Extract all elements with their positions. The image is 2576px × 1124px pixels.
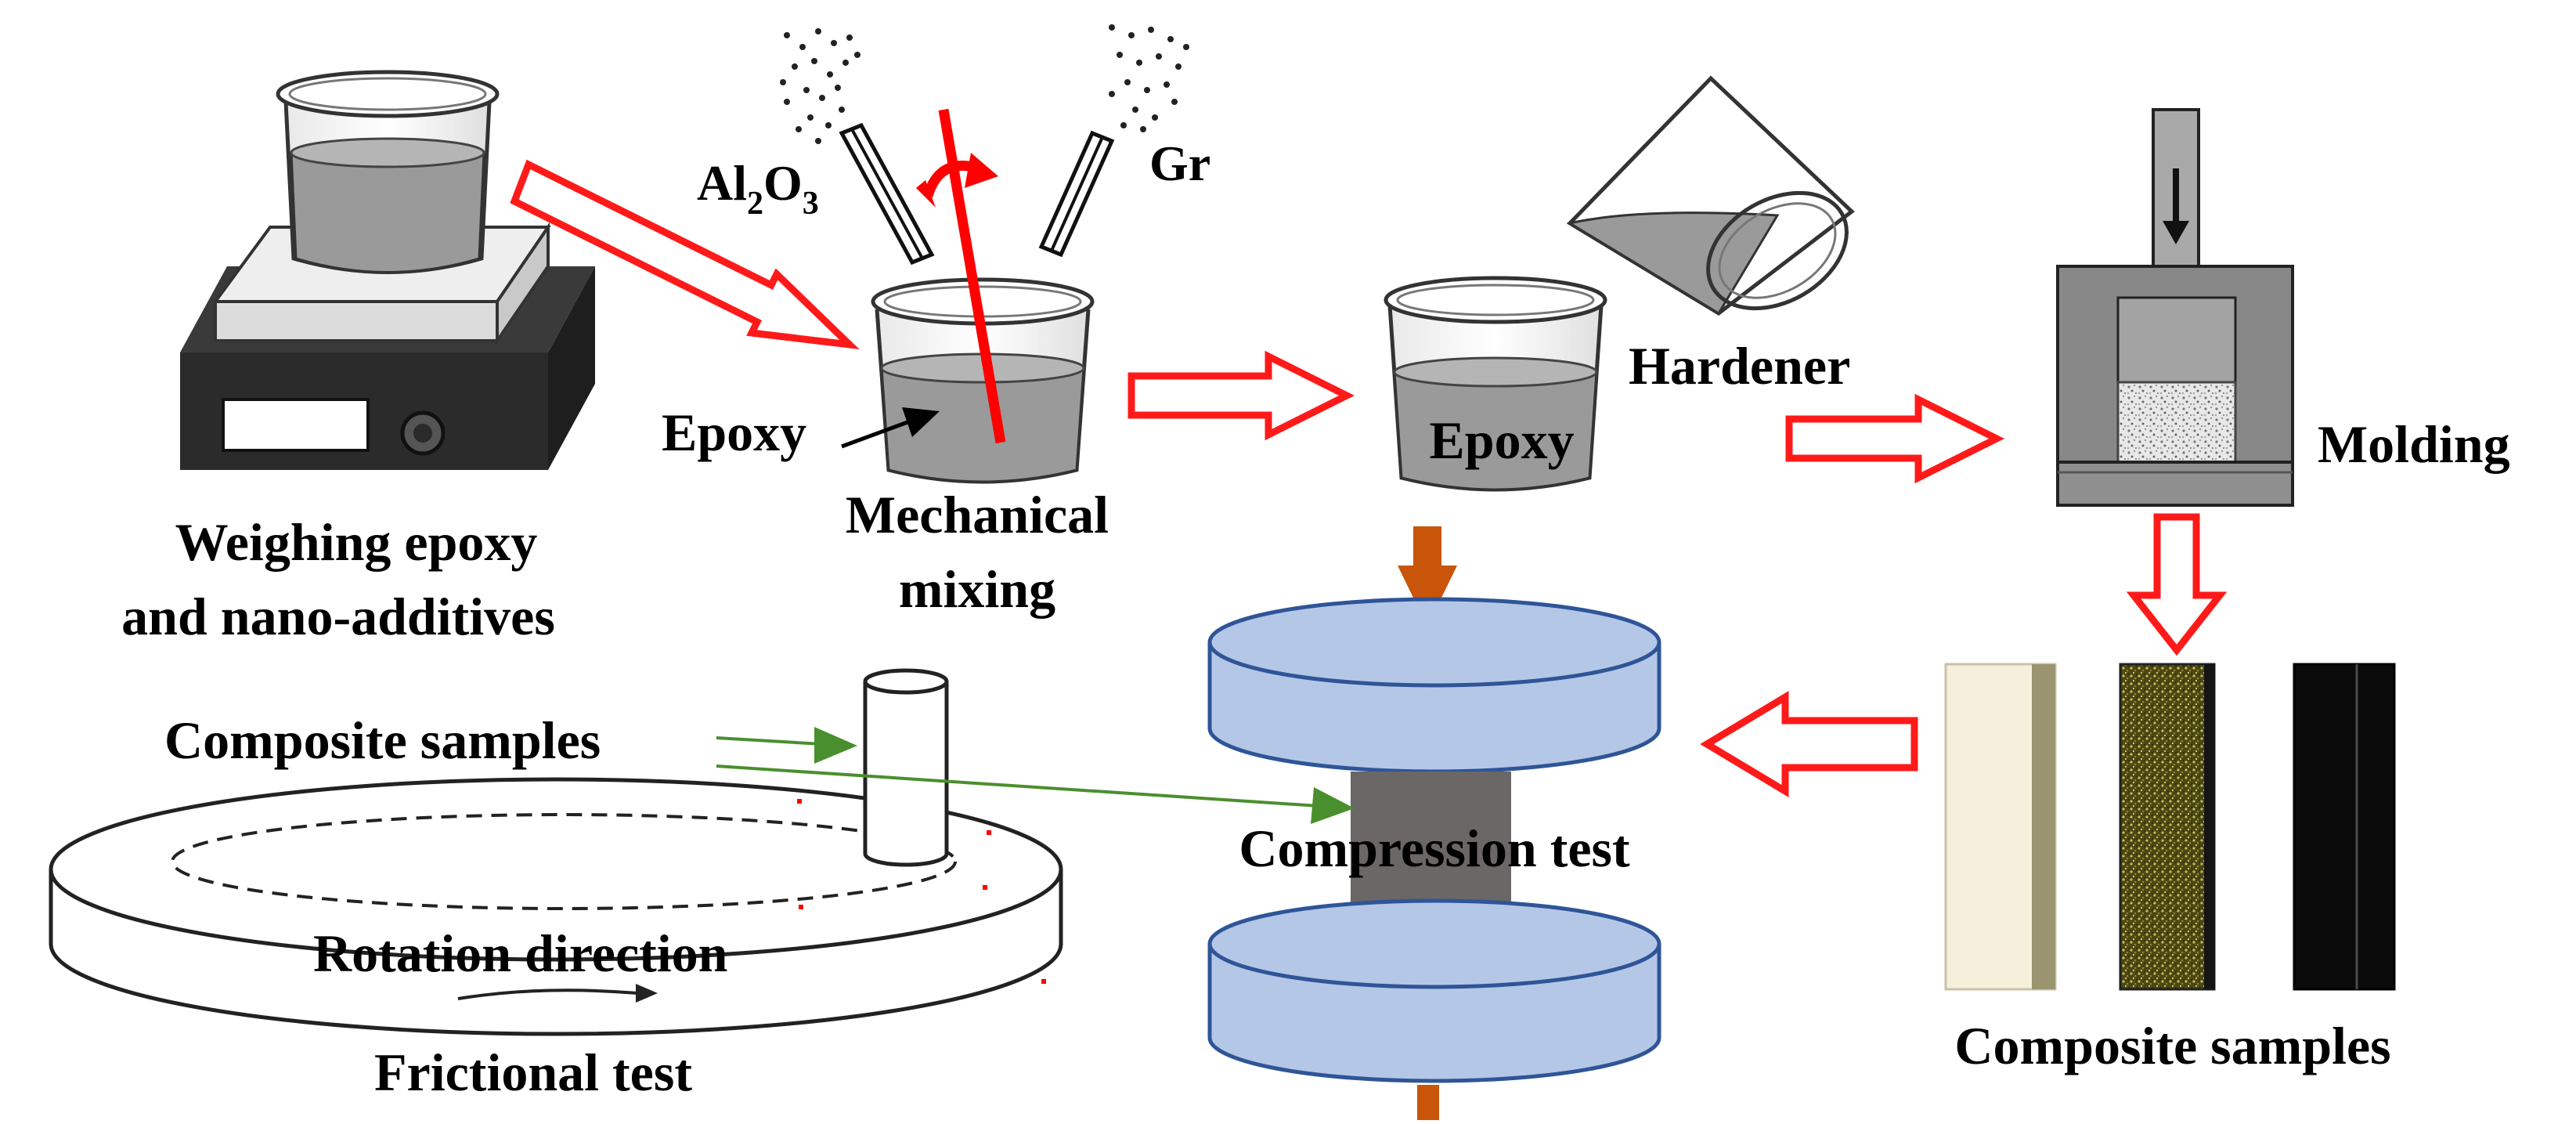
flow-arrow-to-molding — [1785, 393, 2005, 484]
composite-samples-strips — [1944, 663, 2396, 991]
epoxy-pointer — [841, 417, 917, 449]
rotation-direction-label: Rotation direction — [313, 923, 728, 983]
molding-press — [2056, 108, 2294, 507]
graphene-dispenser — [1038, 24, 1189, 258]
flow-arrow-to-samples — [2126, 513, 2228, 656]
weighing-label-line2: and nano-additives — [121, 587, 555, 646]
al2o3-al: Al — [697, 155, 747, 211]
epoxy-label-hardening: Epoxy — [1429, 410, 1574, 470]
wear-track — [171, 813, 957, 910]
al2o3-sub-2: 2 — [747, 186, 763, 222]
frictional-test-label: Frictional test — [374, 1043, 692, 1102]
flow-arrow-to-epoxy — [1127, 350, 1355, 441]
al2o3-label: Al2O3 — [697, 155, 819, 222]
top-platen — [1207, 597, 1661, 688]
sample-graphene — [2119, 663, 2216, 991]
flow-arrow-to-compression — [1700, 691, 1918, 797]
green-arrow-icon — [1311, 787, 1355, 824]
mold-cavity — [2116, 381, 2237, 464]
weighing-label-line1: Weighing epoxy — [175, 512, 538, 572]
epoxy-beaker — [1384, 276, 1607, 492]
al2o3-dispenser — [780, 28, 935, 266]
compression-test-label: Compression test — [1239, 819, 1630, 878]
green-arrow-icon — [814, 727, 857, 764]
epoxy-label-mixing: Epoxy — [662, 403, 806, 462]
composite-samples-label-right: Composite samples — [1954, 1016, 2390, 1075]
weighing-station — [180, 70, 595, 470]
al2o3-o: O — [763, 155, 803, 211]
al2o3-sub-3: 3 — [803, 186, 819, 222]
graphene-label: Gr — [1149, 136, 1210, 191]
sample-pointer-arrows — [716, 727, 1355, 824]
hardener-label: Hardener — [1629, 336, 1850, 396]
press-arrow-icon — [1398, 566, 1457, 627]
composite-samples-label-left: Composite samples — [164, 710, 601, 770]
molding-label: Molding — [2318, 414, 2510, 474]
friction-disc — [49, 777, 1063, 962]
hotplate-display — [222, 398, 370, 452]
mixing-label-line2: mixing — [899, 559, 1055, 619]
bottom-platen — [1207, 898, 1661, 989]
sample-black — [2293, 663, 2396, 991]
hotplate-base-side — [548, 266, 595, 470]
friction-test-rig — [49, 668, 1063, 1036]
friction-pin-sample — [863, 668, 949, 695]
mixing-label-line1: Mechanical — [846, 485, 1109, 544]
mixing-beaker — [871, 277, 1095, 484]
flow-arrow-to-mixing — [510, 159, 860, 350]
rotation-direction-arrow-icon — [457, 988, 639, 1000]
press-arrow-shaft — [1413, 526, 1441, 569]
compression-test-rig — [1207, 526, 1661, 1120]
hotplate-plate-front — [214, 300, 499, 342]
weighing-beaker — [276, 70, 500, 274]
hardener-beaker — [1567, 75, 1855, 316]
